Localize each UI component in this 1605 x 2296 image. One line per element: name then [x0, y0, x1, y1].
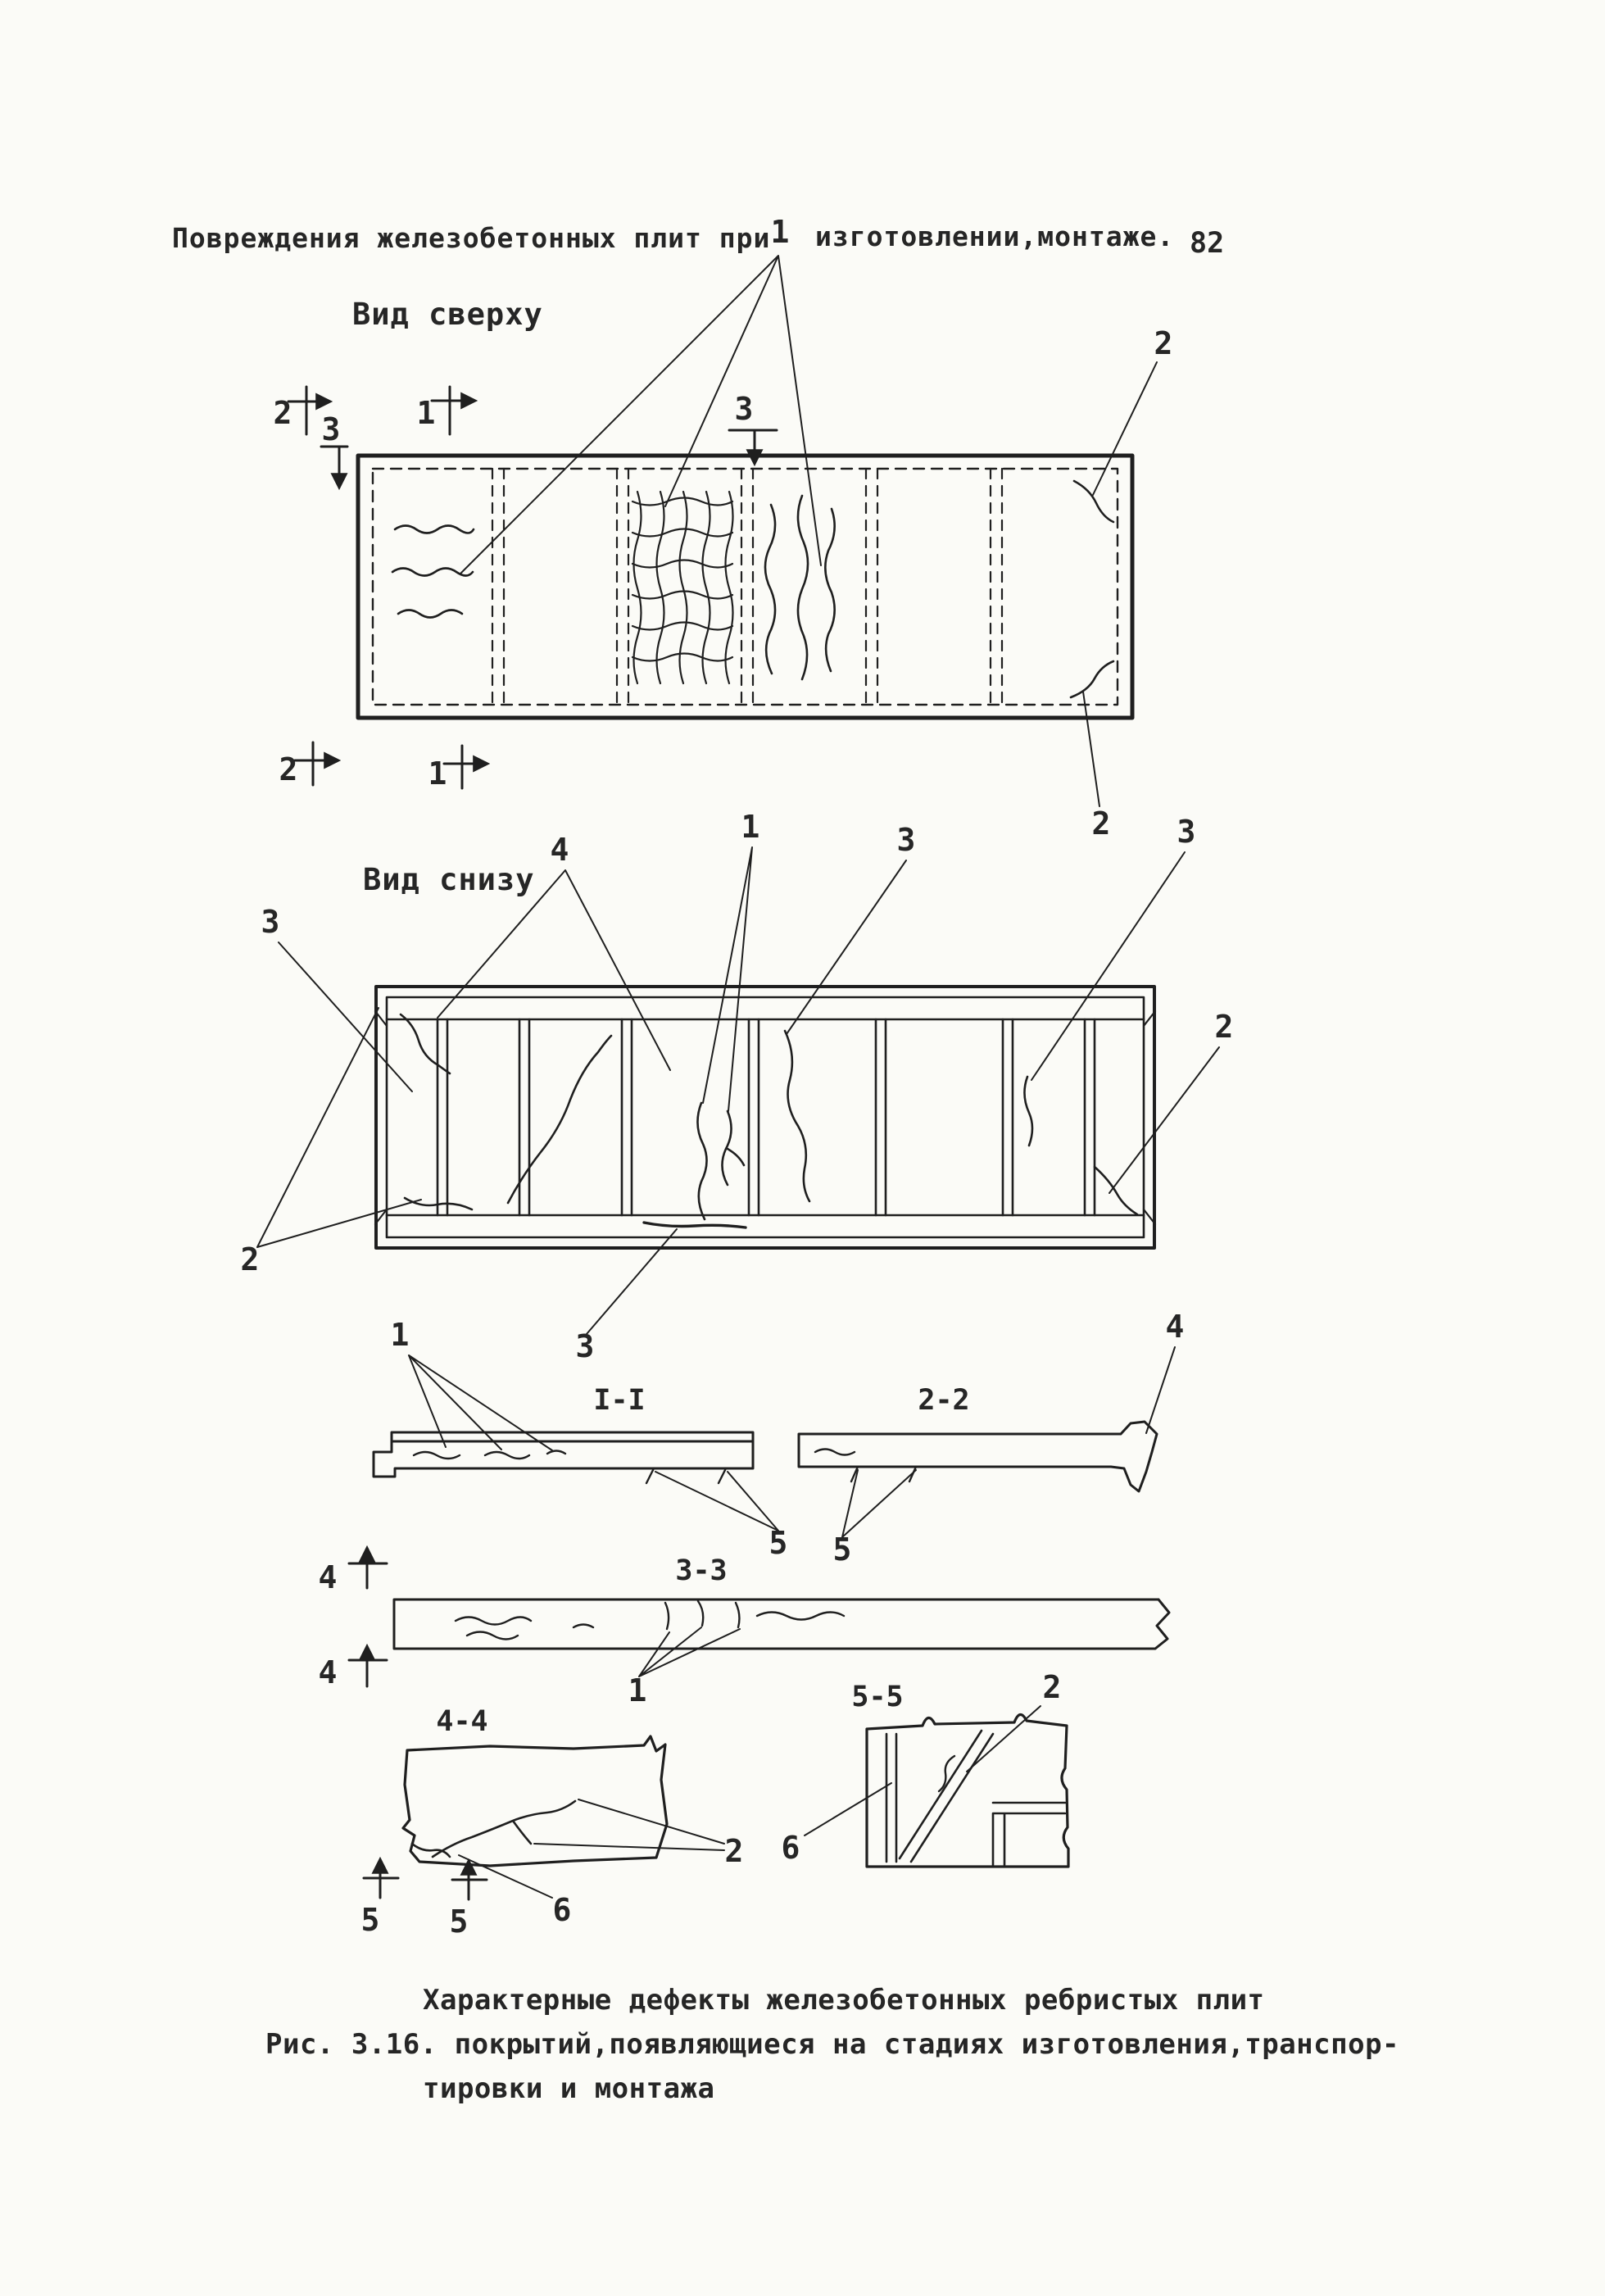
callout-3-bottomview-right: 3	[1177, 814, 1196, 850]
callout-4-cutmark-top: 4	[319, 1559, 338, 1595]
callout-3-bottomview-mid: 3	[897, 822, 916, 858]
cracks-panel4-vertical	[764, 494, 836, 681]
section-mark-lines-top	[305, 385, 778, 790]
section-4-4: 4-4 2 6 5 5	[361, 1705, 744, 1940]
cracks-mesh-panel3	[631, 490, 734, 685]
leader-lines-callout1-top	[460, 255, 822, 574]
cracks-corner-bottomright	[1069, 660, 1115, 699]
section-1-1-outline	[372, 1431, 755, 1478]
callout-1-cutmark-bottom: 1	[428, 756, 447, 792]
section-1-1-ticks	[645, 1467, 728, 1485]
callout-4-section22: 4	[1166, 1309, 1185, 1345]
callout-2-section44: 2	[725, 1833, 744, 1869]
callout-4-cutmark-bottom: 4	[319, 1654, 338, 1690]
callout-3-cutmark-mid: 3	[735, 391, 754, 427]
section-2-2-ticks	[850, 1465, 918, 1483]
figure-caption: Характерные дефекты железобетонных ребри…	[265, 1984, 1399, 2105]
section-2-2-wavy-marks	[814, 1448, 856, 1456]
section-3-3-center-cracks	[664, 1599, 741, 1631]
page-number: 82	[1190, 227, 1224, 260]
leader-line-callout2-bottomright	[1082, 691, 1100, 807]
section-3-3-outline	[392, 1598, 1171, 1650]
leader-line-callout2-topright	[1092, 361, 1158, 496]
section-1-1-and-2-2: I-I 2-2 1 4 5 5	[372, 1309, 1185, 1568]
callout-2-bottomview-right: 2	[1215, 1009, 1234, 1045]
top-view-panel-dividers	[491, 467, 1004, 706]
callout-5-cutmark-left: 5	[361, 1902, 380, 1938]
section-5-5-outline	[865, 1713, 1070, 1868]
callout-1-section33: 1	[628, 1672, 647, 1708]
section-2-2-outline	[797, 1420, 1158, 1493]
header-title-right: изготовлении,монтаже.	[815, 220, 1174, 252]
section-5-5-title: 5-5	[851, 1681, 903, 1713]
cracks-panel1-horizontal	[391, 524, 475, 619]
bottom-view-label: Вид снизу	[363, 862, 534, 897]
section-3-3: 3-3 4 4 1	[319, 1545, 1171, 1708]
bottom-view-flange-lines	[385, 1018, 1145, 1217]
section-4-4-title: 4-4	[436, 1705, 487, 1738]
callout-2-bottomright: 2	[1092, 805, 1111, 842]
top-view-inner-dashed	[371, 467, 1119, 706]
cracks-corner-topright	[1072, 479, 1115, 524]
callout-1-cutmark-top: 1	[417, 395, 436, 431]
callout-3-bottomview-below: 3	[576, 1328, 595, 1364]
callout-2-cutmark-bottom: 2	[279, 751, 298, 787]
callout-2-cutmark-top: 2	[274, 395, 292, 431]
callout-1-header: 1	[771, 214, 790, 250]
section-4-4-cracks	[410, 1799, 577, 1858]
caption-line1: Характерные дефекты железобетонных ребри…	[423, 1984, 1265, 2017]
top-view-plate-outline	[356, 453, 1135, 720]
callout-5-cutmark-right: 5	[450, 1904, 469, 1940]
bottom-view-ribs	[436, 1018, 1096, 1217]
bottom-view-leader-lines	[256, 846, 1220, 1335]
callout-6-section55: 6	[782, 1830, 800, 1866]
section-1-1-wavy-marks	[412, 1450, 567, 1460]
page-header: Повреждения железобетонных плит при изго…	[172, 214, 1224, 260]
callout-3-cutmark-left: 3	[322, 411, 341, 447]
section-3-3-title: 3-3	[675, 1554, 727, 1587]
bottom-view-corner-hatches	[374, 1010, 1157, 1226]
top-view: Вид сверху 2 3 1 3 2 1 2 2	[274, 255, 1173, 842]
bottom-view-crack-bottom-center	[642, 1221, 747, 1229]
callout-2-topright: 2	[1154, 325, 1173, 361]
bottom-view-outline-outer	[374, 985, 1156, 1250]
caption-line3: тировки и монтажа	[423, 2072, 715, 2105]
callout-5-section22: 5	[833, 1531, 852, 1568]
top-view-label: Вид сверху	[352, 297, 543, 332]
bottom-view-outline-inner	[385, 996, 1145, 1239]
section-1-1-title: I-I	[593, 1384, 645, 1417]
bottom-view: Вид снизу 4 1 3 3 3 2 2 3	[241, 809, 1234, 1364]
section-2-2-title: 2-2	[918, 1384, 969, 1417]
callout-6-section44: 6	[553, 1892, 572, 1928]
section-4-4-leader-lines	[458, 1799, 725, 1899]
section-5-5-rib-lines	[885, 1729, 1067, 1867]
section-4-4-outline	[401, 1735, 669, 1867]
section-5-5: 5-5 2 6	[782, 1669, 1070, 1868]
callout-1-section11: 1	[391, 1317, 410, 1353]
section-5-5-crack	[937, 1754, 956, 1793]
caption-line2: Рис. 3.16. покрытий,появляющиеся на стад…	[265, 2028, 1399, 2061]
callout-2-section55: 2	[1043, 1669, 1062, 1705]
bottom-view-cracks	[399, 1013, 1139, 1221]
section-3-3-leader-lines	[638, 1627, 741, 1677]
callout-4-bottomview: 4	[551, 832, 569, 868]
section-5-5-leader-lines	[804, 1705, 1041, 1836]
callout-5-section11: 5	[769, 1525, 788, 1561]
callout-2-bottomview-left: 2	[241, 1241, 260, 1277]
section-3-3-wavy-cracks	[454, 1611, 846, 1640]
callout-1-bottomview: 1	[741, 809, 760, 845]
header-title-left: Повреждения железобетонных плит при	[172, 222, 770, 254]
sections-row-leader-lines	[408, 1346, 1176, 1538]
callout-3-bottomview-left: 3	[261, 904, 280, 940]
